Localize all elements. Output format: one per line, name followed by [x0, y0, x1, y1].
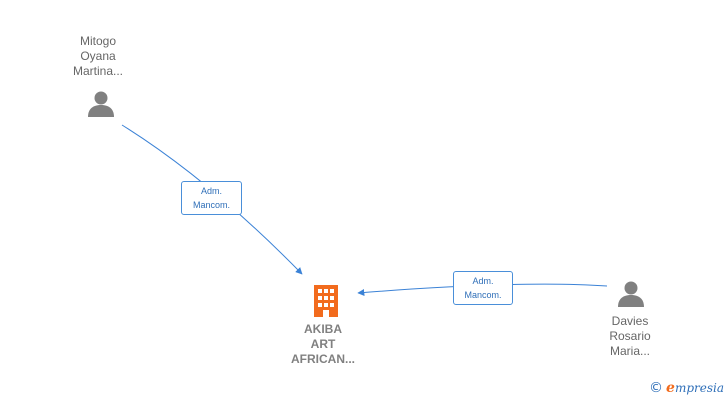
- company-label[interactable]: AKIBA ART AFRICAN...: [291, 322, 355, 366]
- edge-label-person2[interactable]: Adm. Mancom.: [453, 271, 513, 305]
- person-icon[interactable]: [616, 279, 646, 309]
- empresia-logo: ©empresia: [649, 380, 724, 396]
- building-icon[interactable]: [311, 284, 341, 318]
- person2-label[interactable]: Davies Rosario Maria...: [609, 314, 651, 358]
- person-icon[interactable]: [86, 89, 116, 119]
- person1-label[interactable]: Mitogo Oyana Martina...: [72, 34, 123, 78]
- copyright-icon: ©: [649, 380, 664, 396]
- edge-label-person1[interactable]: Adm. Mancom.: [181, 181, 242, 215]
